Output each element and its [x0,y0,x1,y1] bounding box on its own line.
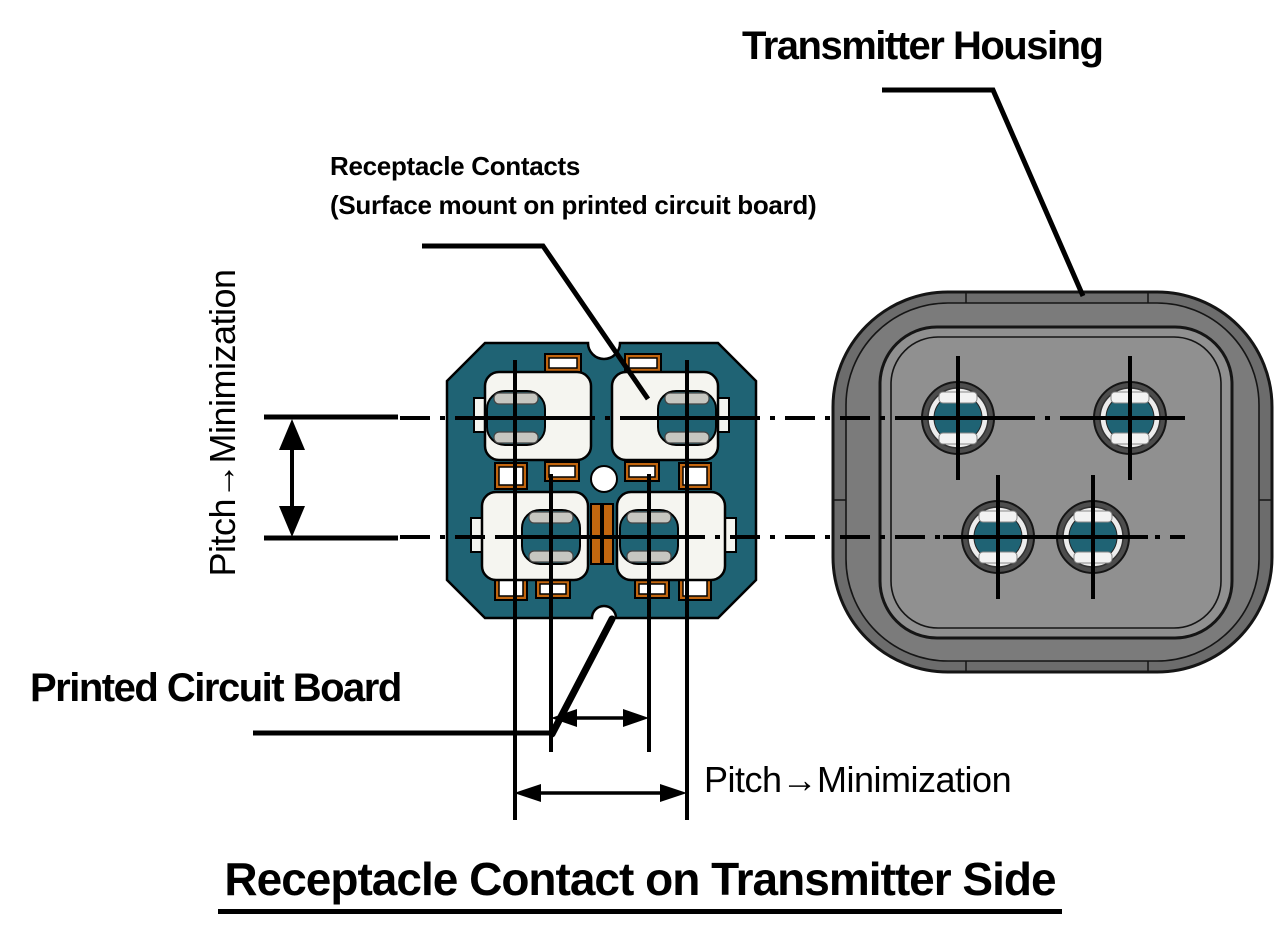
housing-hole-bottom-left [961,500,1035,574]
receptacle-contacts-label-line2: (Surface mount on printed circuit board) [330,190,817,220]
receptacle-contacts-leader [422,243,651,401]
pitch-dimension-wide [514,784,687,802]
pcb-leader [253,615,616,738]
figure-caption: Receptacle Contact on Transmitter Side [0,852,1280,914]
transmitter-housing-label: Transmitter Housing [742,24,1104,68]
pitch-minimization-label-horizontal: Pitch→Minimization [704,759,1012,800]
transmitter-housing [831,290,1274,674]
receptacle-contacts-label-line1: Receptacle Contacts [330,151,581,181]
transmitter-housing-leader [882,87,1086,298]
printed-circuit-board [445,341,758,620]
receptacle-contacts-label: Receptacle Contacts (Surface mount on pr… [330,147,817,225]
centerlines [264,356,1185,820]
pitch-minimization-label-vertical: Pitch→Minimization [202,269,243,577]
printed-circuit-board-label: Printed Circuit Board [30,666,402,710]
figure-caption-text: Receptacle Contact on Transmitter Side [218,852,1062,914]
board-center-hole [590,465,618,493]
pitch-dimension-vertical [279,419,305,537]
